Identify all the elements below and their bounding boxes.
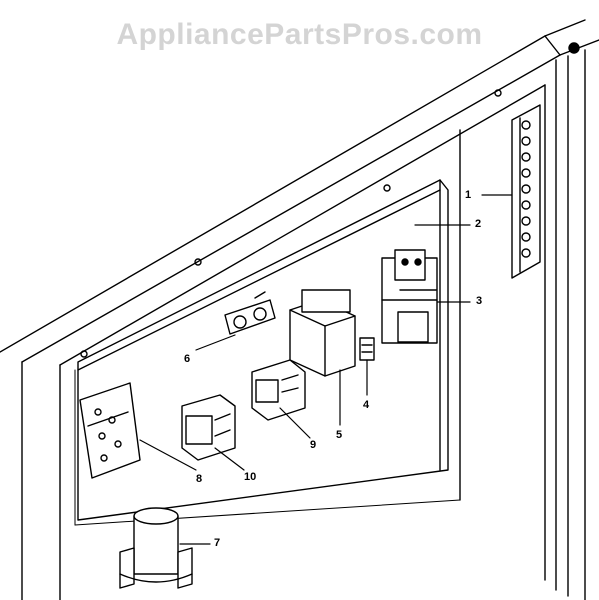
terminal-block <box>359 337 375 361</box>
contactor <box>381 249 438 344</box>
callout-2: 2 <box>475 218 482 230</box>
callout-7: 7 <box>214 537 221 549</box>
callout-1: 1 <box>465 189 472 201</box>
control-board <box>79 382 141 479</box>
capacitor <box>119 507 193 589</box>
relay-10 <box>181 394 236 461</box>
callout-6: 6 <box>184 353 191 365</box>
callout-10: 10 <box>244 471 257 483</box>
callout-8: 8 <box>196 473 203 485</box>
callout-5: 5 <box>336 429 343 441</box>
callout-9: 9 <box>310 439 317 451</box>
callout-3: 3 <box>476 295 483 307</box>
mounting-plate <box>77 179 449 521</box>
fuse-holder <box>224 291 276 335</box>
cabinet-housing <box>0 19 599 600</box>
terminal-strip <box>511 104 541 279</box>
relay-9 <box>251 359 306 421</box>
transformer <box>289 289 356 377</box>
leader-lines <box>139 194 513 545</box>
callout-4: 4 <box>363 399 370 411</box>
